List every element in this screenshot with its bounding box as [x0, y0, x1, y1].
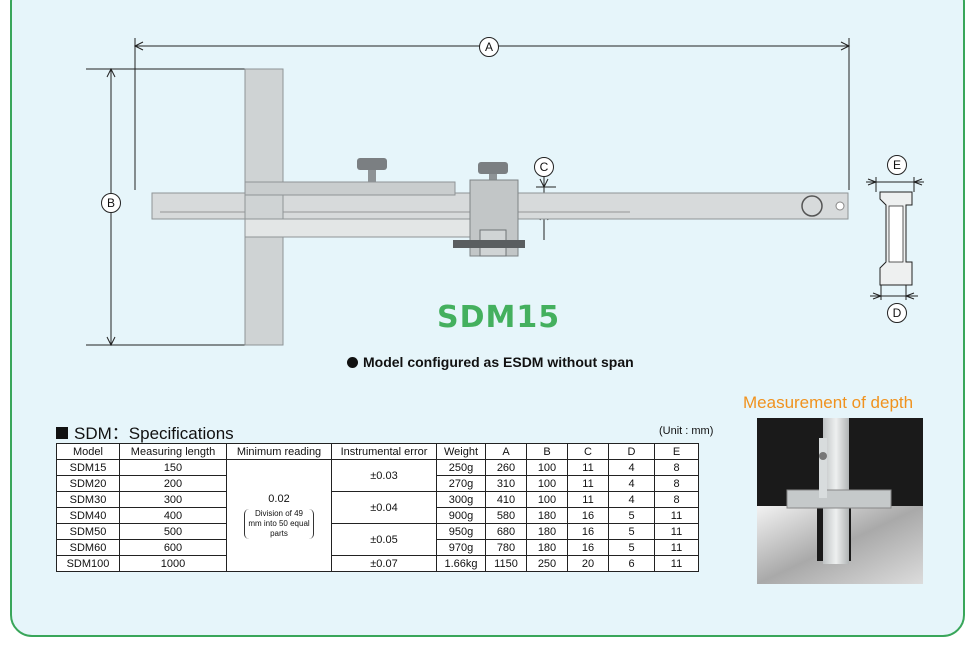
header-cell: Model — [56, 443, 120, 460]
cell: 5 — [608, 523, 655, 540]
cell: 950g — [436, 523, 486, 540]
bullet-icon — [347, 357, 358, 368]
cell: 4 — [608, 491, 655, 508]
cell: SDM60 — [56, 539, 120, 556]
table-row: SDM40 400 900g 580 180 16 5 11 — [56, 507, 699, 524]
error-cell: ±0.07 — [331, 555, 437, 572]
cell: 270g — [436, 475, 486, 492]
cell: 780 — [485, 539, 527, 556]
measurement-title: Measurement of depth — [743, 393, 914, 412]
min-reading-value: 0.02 — [268, 492, 290, 505]
min-reading-cell: 0.02 Division of 49 mm into 50 equal par… — [226, 459, 332, 572]
cell: 11 — [654, 539, 699, 556]
spec-title: SDM：Specifications — [56, 419, 234, 444]
cell: 20 — [567, 555, 609, 572]
config-note-text: Model configured as ESDM without span — [363, 354, 634, 370]
table-row: SDM15 150 0.02 Division of 49 mm into 50… — [56, 459, 699, 572]
cell: SDM15 — [56, 459, 120, 476]
cell: 200 — [119, 475, 227, 492]
header-cell: B — [526, 443, 568, 460]
depth-measurement-image — [757, 418, 923, 584]
cell: 1000 — [119, 555, 227, 572]
cell: 11 — [654, 523, 699, 540]
cell: 970g — [436, 539, 486, 556]
header-cell: Minimum reading — [226, 443, 332, 460]
table-row: SDM50 500 ±0.05 950g 680 180 16 5 11 — [56, 523, 699, 556]
dim-label-e: E — [887, 155, 907, 175]
cell: 1150 — [485, 555, 527, 572]
cell: 900g — [436, 507, 486, 524]
cell: 600 — [119, 539, 227, 556]
cell: 310 — [485, 475, 527, 492]
cell: 6 — [608, 555, 655, 572]
header-cell: Weight — [436, 443, 486, 460]
cell: 100 — [526, 491, 568, 508]
min-reading-note: Division of 49 mm into 50 equal parts — [244, 508, 314, 539]
cell: 680 — [485, 523, 527, 540]
cell: 180 — [526, 507, 568, 524]
cell: SDM50 — [56, 523, 120, 540]
cell: 250 — [526, 555, 568, 572]
cell: 580 — [485, 507, 527, 524]
config-note: Model configured as ESDM without span — [347, 354, 634, 370]
cell: 260 — [485, 459, 527, 476]
model-title: SDM15 — [437, 300, 561, 335]
cell: 16 — [567, 539, 609, 556]
header-cell: Instrumental error — [331, 443, 437, 460]
cell: 11 — [654, 507, 699, 524]
cell: 180 — [526, 523, 568, 540]
cell: 4 — [608, 459, 655, 476]
spec-title-text: SDM：Specifications — [74, 424, 234, 443]
cell: 180 — [526, 539, 568, 556]
cell: 8 — [654, 491, 699, 508]
cell: 16 — [567, 507, 609, 524]
cell: SDM100 — [56, 555, 120, 572]
cell: 8 — [654, 475, 699, 492]
cell: 16 — [567, 523, 609, 540]
cell: 150 — [119, 459, 227, 476]
caliper-diagram — [86, 38, 924, 347]
error-cell: ±0.04 — [331, 491, 437, 524]
cell: 250g — [436, 459, 486, 476]
dim-label-b: B — [101, 193, 121, 213]
cell: SDM20 — [56, 475, 120, 492]
cell: 11 — [567, 459, 609, 476]
dim-label-d: D — [887, 303, 907, 323]
cell: 300g — [436, 491, 486, 508]
cell: SDM30 — [56, 491, 120, 508]
dim-label-a: A — [479, 37, 499, 57]
header-cell: E — [654, 443, 699, 460]
header-cell: A — [485, 443, 527, 460]
cell: 410 — [485, 491, 527, 508]
header-cell: D — [608, 443, 655, 460]
dim-label-c: C — [534, 157, 554, 177]
unit-note: (Unit : mm) — [659, 425, 714, 437]
cell: 100 — [526, 459, 568, 476]
cell: 5 — [608, 539, 655, 556]
depth-measurement-photo — [757, 418, 923, 584]
cell: SDM40 — [56, 507, 120, 524]
cell: 4 — [608, 475, 655, 492]
cell: 100 — [526, 475, 568, 492]
cell: 11 — [567, 475, 609, 492]
square-bullet-icon — [56, 427, 68, 439]
table-header-row: Model Measuring length Minimum reading I… — [56, 443, 699, 460]
header-cell: Measuring length — [119, 443, 227, 460]
error-cell: ±0.03 — [331, 459, 437, 492]
cell: 300 — [119, 491, 227, 508]
table-row: SDM20 200 270g 310 100 11 4 8 — [56, 475, 699, 492]
table-row: SDM100 1000 ±0.07 1.66kg 1150 250 20 6 1… — [56, 555, 699, 572]
error-cell: ±0.05 — [331, 523, 437, 556]
cell: 5 — [608, 507, 655, 524]
table-row: SDM30 300 ±0.04 300g 410 100 11 4 8 — [56, 491, 699, 524]
spec-table: Model Measuring length Minimum reading I… — [56, 443, 699, 572]
cell: 11 — [567, 491, 609, 508]
cell: 500 — [119, 523, 227, 540]
cell: 1.66kg — [436, 555, 486, 572]
cell: 8 — [654, 459, 699, 476]
cell: 11 — [654, 555, 699, 572]
cell: 400 — [119, 507, 227, 524]
header-cell: C — [567, 443, 609, 460]
